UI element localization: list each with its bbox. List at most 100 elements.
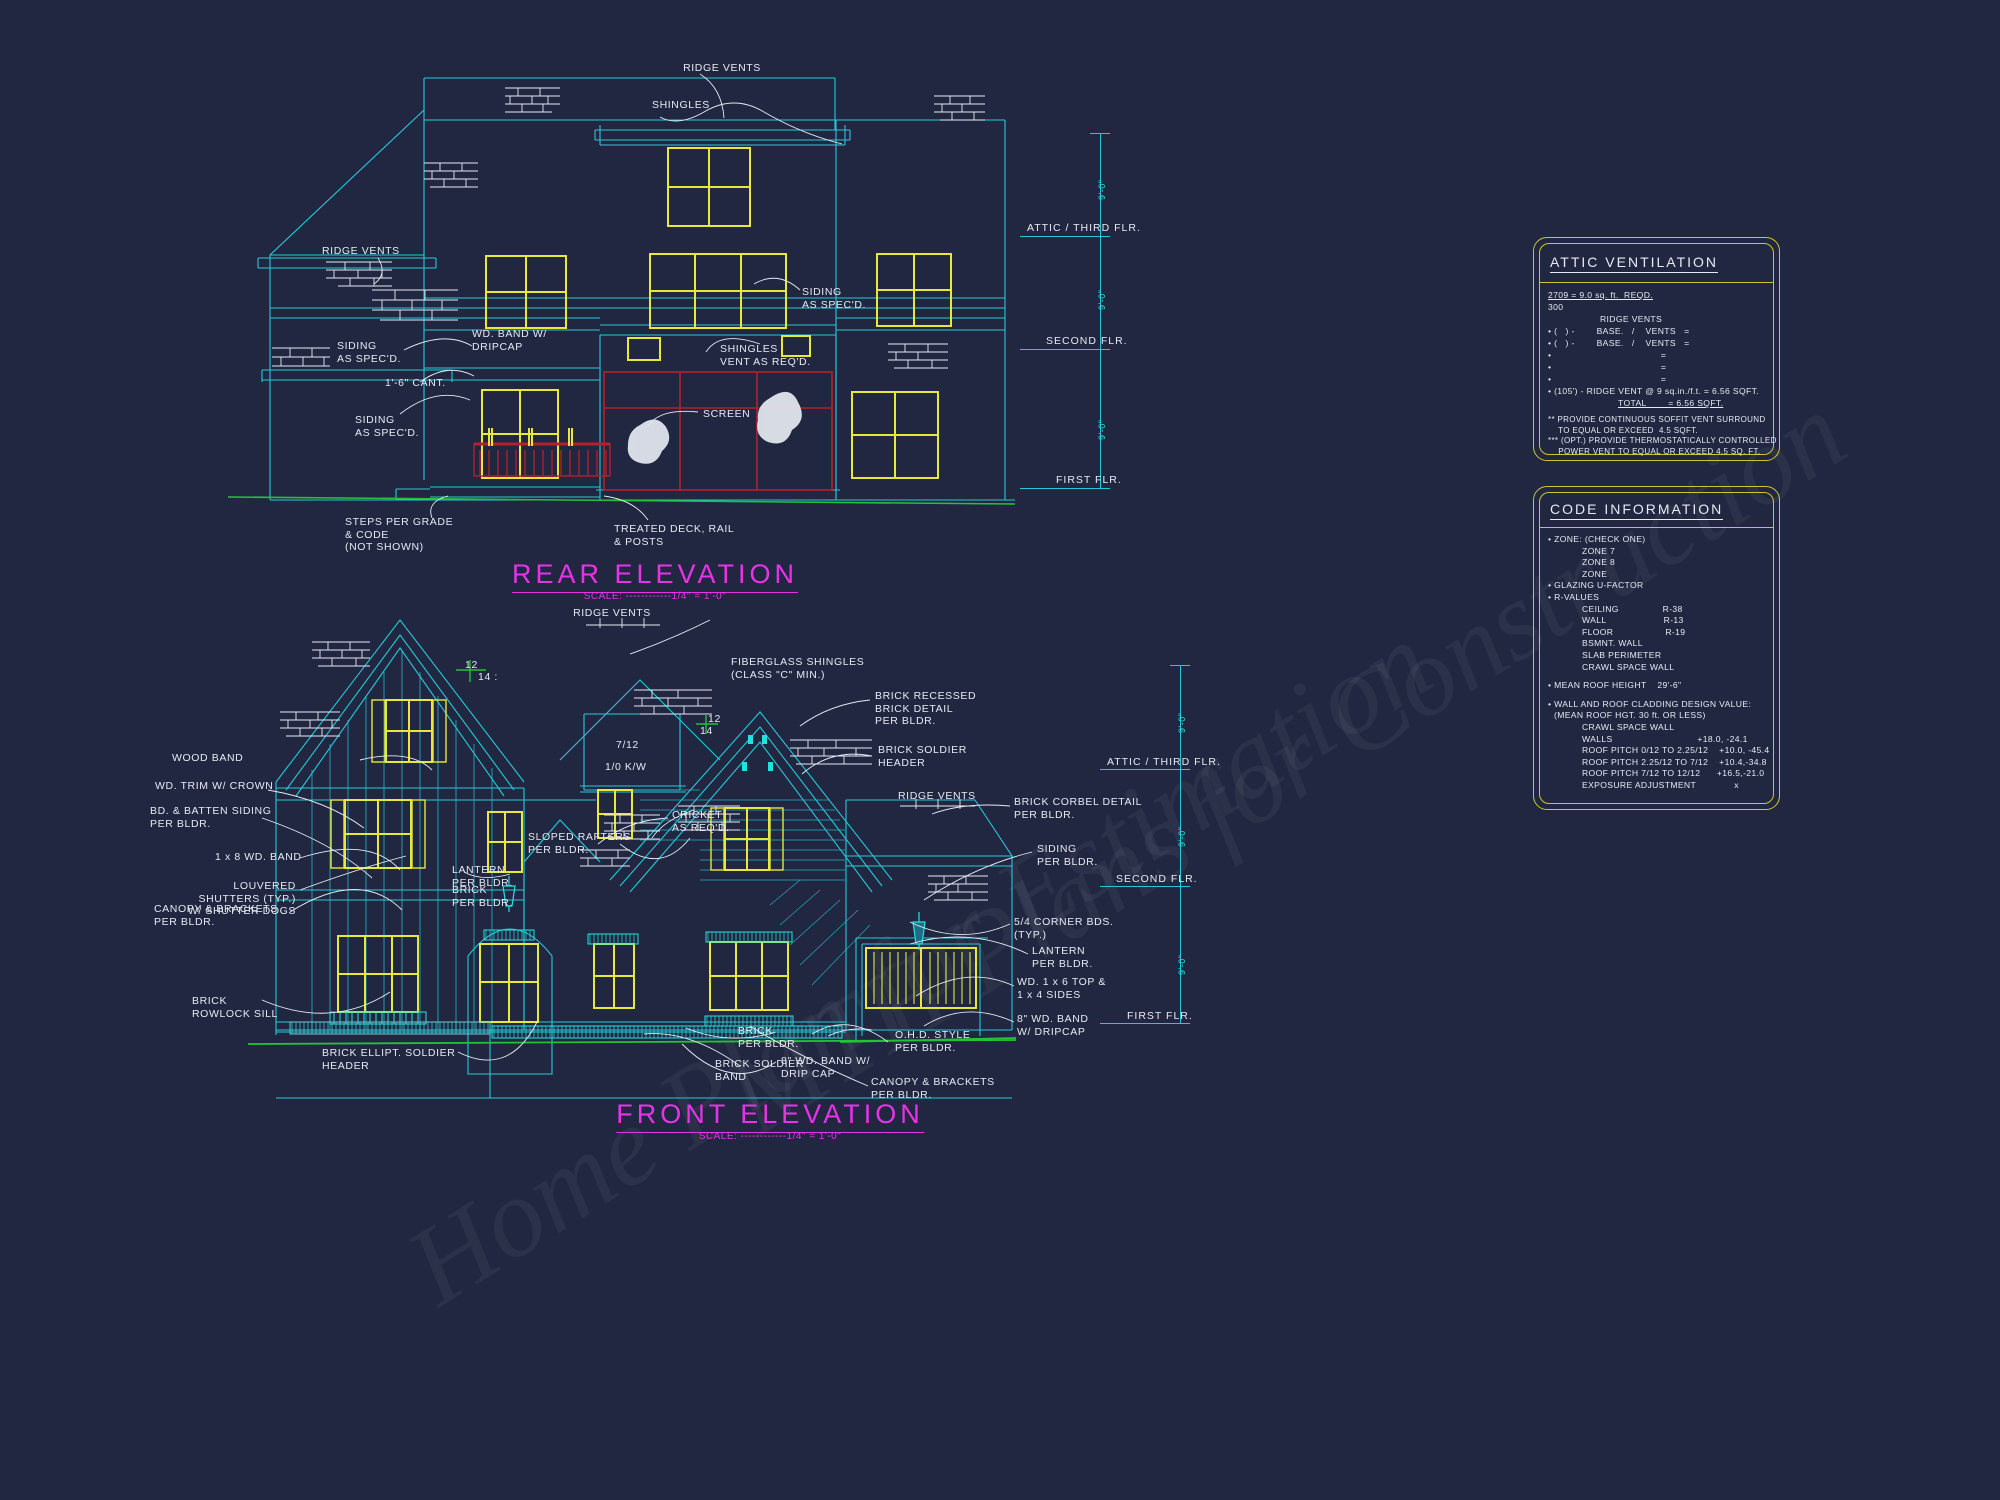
lantern-icons xyxy=(502,876,926,950)
code-info-line-11: CRAWL SPACE WALL xyxy=(1582,661,1675,672)
label-pitch-12-left: 12 xyxy=(465,659,478,671)
label-screen: SCREEN xyxy=(703,408,751,420)
label-siding-per-bldr: SIDING PER BLDR. xyxy=(1037,843,1098,868)
code-info-line-9: BSMNT. WALL xyxy=(1582,638,1643,649)
attic-vent-line-0: 2709 = 9.0 sq. ft. REQD. xyxy=(1548,290,1654,300)
attic-vent-line-6: • = xyxy=(1548,362,1667,372)
front-dim-height-3: 9'-0" xyxy=(1177,954,1187,975)
code-info-line-4: • GLAZING U-FACTOR xyxy=(1548,580,1644,591)
rear-floor-label-attic: ATTIC / THIRD FLR. xyxy=(1027,222,1141,234)
label-bd-batten-siding: BD. & BATTEN SIDING PER BLDR. xyxy=(150,805,272,830)
attic-vent-line-8: • (105') - RIDGE VENT @ 9 sq.in./f.t. = … xyxy=(1548,386,1760,396)
code-info-line-20: ROOF PITCH 2.25/12 TO 7/12 +10.4,-34.8 xyxy=(1582,756,1767,767)
label-cant: 1'-6" CANT. xyxy=(385,377,446,389)
label-wd-band-8-dripcap: 8" WD. BAND W/ DRIPCAP xyxy=(1017,1013,1089,1038)
rear-dim-height-2: 9'-0" xyxy=(1097,289,1107,310)
label-wd-trim-crown: WD. TRIM W/ CROWN xyxy=(155,780,274,792)
front-elevation-scale: SCALE: ------------1/4" = 1'-0" xyxy=(698,1131,842,1142)
label-cricket: CRICKET AS REQ'D. xyxy=(672,809,730,834)
label-canopy-brackets-right: CANOPY & BRACKETS PER BLDR. xyxy=(871,1076,995,1101)
code-info-line-21: ROOF PITCH 7/12 TO 12/12 +16.5,-21.0 xyxy=(1582,768,1765,779)
attic-vent-line-7: • = xyxy=(1548,374,1667,384)
code-info-line-0: • ZONE: (CHECK ONE) xyxy=(1548,534,1646,544)
rear-dim-height-1: 9'-0" xyxy=(1097,179,1107,200)
code-info-line-15: • WALL AND ROOF CLADDING DESIGN VALUE: xyxy=(1548,698,1752,709)
code-info-line-13: • MEAN ROOF HEIGHT 29'-6" xyxy=(1548,680,1682,691)
label-brick-rowlock-sill: BRICK ROWLOCK SILL xyxy=(192,995,278,1020)
label-ridge-vents-front: RIDGE VENTS xyxy=(573,607,651,619)
label-ridge-vents-top: RIDGE VENTS xyxy=(683,62,761,74)
label-siding-spec-1: SIDING AS SPEC'D. xyxy=(337,340,402,365)
code-info-line-18: WALLS +18.0, -24.1 xyxy=(1582,733,1748,744)
label-pitch-14-right: 14 xyxy=(700,725,713,737)
front-floor-label-second: SECOND FLR. xyxy=(1116,873,1198,885)
code-info-line-16: (MEAN ROOF HGT. 30 ft. OR LESS) xyxy=(1554,710,1706,721)
attic-vent-line-2: RIDGE VENTS xyxy=(1600,314,1663,324)
attic-ventilation-box: ATTIC VENTILATION 2709 = 9.0 sq. ft. REQ… xyxy=(1533,237,1780,461)
attic-vent-line-3: • ( ) - BASE. / VENTS = xyxy=(1548,326,1690,336)
label-wood-band: WOOD BAND xyxy=(172,752,244,764)
label-ridge-vents-right: RIDGE VENTS xyxy=(898,790,976,802)
label-lantern-right: LANTERN PER BLDR. xyxy=(1032,945,1093,970)
code-info-line-6: CEILING R-38 xyxy=(1582,603,1683,614)
label-brick-corbel: BRICK CORBEL DETAIL PER BLDR. xyxy=(1014,796,1143,821)
label-fiberglass-shingles: FIBERGLASS SHINGLES (CLASS "C" MIN.) xyxy=(731,656,865,681)
front-dim-height-1: 9'-0" xyxy=(1177,712,1187,733)
label-shingles: SHINGLES xyxy=(652,99,710,111)
label-wd-1x6-top: WD. 1 x 6 TOP & 1 x 4 SIDES xyxy=(1017,976,1106,1001)
code-info-line-1: ZONE 7 xyxy=(1582,545,1616,556)
rear-dim-height-3: 9'-0" xyxy=(1097,419,1107,440)
front-dim-height-2: 9'-0" xyxy=(1177,826,1187,847)
label-shingles-vent: SHINGLES VENT AS REQ'D. xyxy=(720,343,811,368)
label-lantern-left: LANTERN PER BLDR. xyxy=(452,864,513,889)
label-wd-band-dripcap: WD. BAND W/ DRIPCAP xyxy=(472,328,547,353)
label-ohd-style: O.H.D. STYLE PER BLDR. xyxy=(895,1029,971,1054)
label-steps-per-grade: STEPS PER GRADE & CODE (NOT SHOWN) xyxy=(345,516,454,553)
label-sloped-rafters: SLOPED RAFTERS PER BLDR. xyxy=(528,831,631,856)
code-info-line-19: ROOF PITCH 0/12 TO 2.25/12 +10.0, -45.4 xyxy=(1582,745,1770,756)
attic-vent-line-4: • ( ) - BASE. / VENTS = xyxy=(1548,338,1690,348)
attic-vent-footnote-3: POWER VENT TO EQUAL OR EXCEED 4.5 SQ. FT… xyxy=(1548,446,1761,456)
code-information-heading: CODE INFORMATION xyxy=(1550,501,1724,520)
label-siding-spec-2: SIDING AS SPEC'D. xyxy=(355,414,420,439)
attic-vent-footnote-2: *** (OPT.) PROVIDE THERMOSTATICALLY CONT… xyxy=(1548,436,1777,445)
label-pitch-7-12: 7/12 xyxy=(616,739,639,751)
deck-rail xyxy=(473,428,611,477)
attic-vent-line-5: • = xyxy=(1548,350,1667,360)
code-info-line-5: • R-VALUES xyxy=(1548,592,1600,602)
label-pitch-10-kw: 1/0 K/W xyxy=(605,761,647,773)
rear-elevation-scale: SCALE: ------------1/4" = 1'-0" xyxy=(583,591,727,602)
label-brick-ellipt-header: BRICK ELLIPT. SOLDIER HEADER xyxy=(322,1047,456,1072)
code-information-box: CODE INFORMATION xyxy=(1533,486,1780,810)
attic-vent-footnote-0: ** PROVIDE CONTINUOUS SOFFIT VENT SURROU… xyxy=(1548,415,1766,424)
label-pitch-12-right: 12 xyxy=(708,713,721,725)
rear-floor-label-first: FIRST FLR. xyxy=(1056,474,1122,486)
label-brick-soldier-band: BRICK SOLDIER BAND xyxy=(715,1058,804,1083)
front-floor-label-attic: ATTIC / THIRD FLR. xyxy=(1107,756,1221,768)
label-wd-band-8-dripcap-2: 8" WD. BAND W/ DRIP CAP xyxy=(781,1055,871,1080)
attic-vent-line-9: TOTAL = 6.56 SQFT. xyxy=(1618,398,1724,408)
code-info-line-22: EXPOSURE ADJUSTMENT x xyxy=(1582,780,1739,790)
attic-vent-footnote-1: TO EQUAL OR EXCEED 4.5 SQFT. xyxy=(1548,425,1699,435)
label-corner-bds: 5/4 CORNER BDS. (TYP.) xyxy=(1014,916,1114,941)
attic-vent-line-1: 300 xyxy=(1548,302,1564,312)
code-info-line-10: SLAB PERIMETER xyxy=(1582,650,1662,660)
label-brick-soldier-header: BRICK SOLDIER HEADER xyxy=(878,744,967,769)
code-info-line-17: CRAWL SPACE WALL xyxy=(1582,722,1675,732)
label-treated-deck-rail: TREATED DECK, RAIL & POSTS xyxy=(614,523,735,548)
front-elevation-title: FRONT ELEVATION xyxy=(616,1099,924,1133)
label-brick-recessed: BRICK RECESSED BRICK DETAIL PER BLDR. xyxy=(875,690,977,727)
label-louvered-shutters: LOUVERED SHUTTERS (TYP.) W/ SHUTTER DOGS xyxy=(187,880,296,917)
front-floor-label-first: FIRST FLR. xyxy=(1127,1010,1193,1022)
attic-ventilation-heading: ATTIC VENTILATION xyxy=(1550,254,1719,273)
label-pitch-14-left: 14 : xyxy=(478,671,498,683)
code-info-line-2: ZONE 8 xyxy=(1582,557,1616,568)
label-brick-per-bldr: BRICK PER BLDR. xyxy=(738,1025,799,1050)
code-info-line-7: WALL R-13 xyxy=(1582,615,1684,626)
label-canopy-brackets-left: CANOPY & BRACKETS PER BLDR. xyxy=(154,903,278,928)
label-brick-left: BRICK PER BLDR. xyxy=(452,884,513,909)
label-siding-spec-3: SIDING AS SPEC'D. xyxy=(802,286,867,311)
code-info-line-8: FLOOR R-19 xyxy=(1582,626,1686,637)
rear-elevation-title: REAR ELEVATION xyxy=(511,559,799,593)
